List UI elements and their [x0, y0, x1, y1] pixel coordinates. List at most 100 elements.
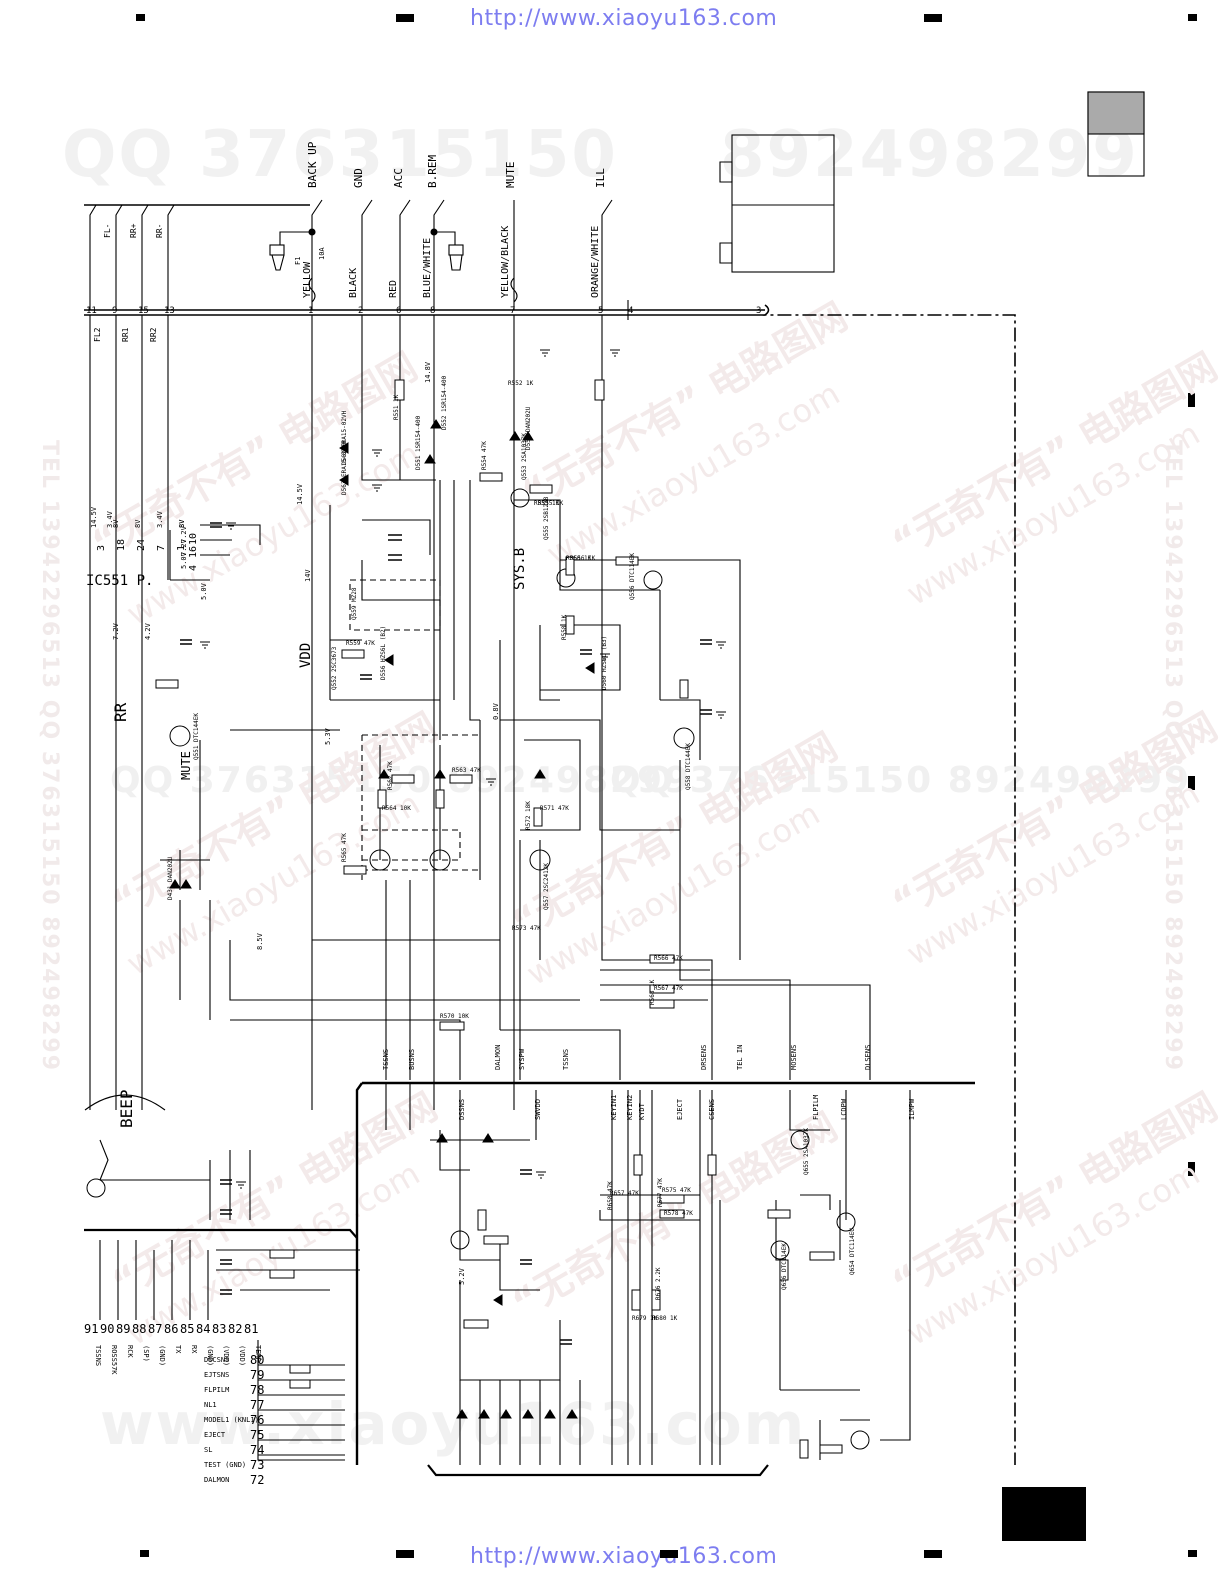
connector-signal-label: GND	[352, 168, 365, 188]
registration-mark	[1188, 14, 1197, 21]
micro-pin-number: 80	[250, 1353, 264, 1367]
bus-signal-label: KYDT	[638, 1102, 646, 1120]
ic-label: IC551 P.	[86, 573, 153, 589]
registration-mark	[1188, 1162, 1195, 1176]
bus-signal-label: TEL IN	[736, 1045, 744, 1070]
ic-pin-number: 1	[176, 545, 187, 551]
micro-pin-number: 79	[250, 1368, 264, 1382]
bus-signal-label: KEYIN1	[610, 1095, 618, 1120]
component-label: R553 1K	[534, 500, 560, 507]
bus-signal-label: DRSENS	[700, 1045, 708, 1070]
registration-mark	[924, 14, 942, 22]
bus-signal-label: MOSENS	[790, 1045, 798, 1070]
component-label: R559 47K	[346, 640, 375, 647]
transistor-label: Q655 2SA1037K	[803, 1128, 810, 1175]
micro-top-pin-name: TX	[174, 1345, 182, 1354]
component-label: R565 47K	[341, 833, 348, 862]
bus-signal-label: EJECT	[676, 1098, 684, 1120]
component-label: R571 47K	[540, 805, 569, 812]
micro-top-pin-name: (GND)	[158, 1345, 166, 1366]
micro-pin-name: DSCSNS	[204, 1356, 229, 1364]
sysb-label: SYS.B	[512, 548, 528, 590]
diode-label: D560 HZS6L (B3)	[601, 636, 608, 690]
voltage-label: 8V	[178, 519, 186, 528]
registration-mark	[136, 14, 145, 21]
component-label: R563 47K	[452, 767, 481, 774]
micro-pin-number: 73	[250, 1458, 264, 1472]
micro-top-pin-name: RCK	[126, 1345, 134, 1358]
micro-pin-name: SL	[204, 1446, 212, 1454]
wire-color-label: ORANGE/WHITE	[590, 226, 601, 298]
ic-pin-voltage: 8V	[178, 519, 186, 528]
component-label: R572 18K	[525, 801, 532, 830]
registration-mark	[140, 1550, 149, 1557]
wire-color-label: YELLOW/BLACK	[500, 226, 511, 298]
bus-signal-label: DSSNS	[458, 1099, 466, 1120]
component-label: R657 47K	[610, 1190, 639, 1197]
diode-label: D563 ERA15-02VH	[341, 440, 348, 495]
registration-mark	[1188, 393, 1195, 407]
voltage-label: 5.3V	[324, 727, 332, 745]
component-label: R562 47K	[387, 761, 394, 790]
watermark-footer-site: www.xiaoyu163.com	[100, 1390, 807, 1458]
transistor-label: Q656 DTC114EK	[781, 1243, 788, 1290]
micro-pin-number: 77	[250, 1398, 264, 1412]
ic-pin-number: 24	[136, 539, 147, 551]
ic-pin-number: 18	[116, 539, 127, 551]
rr-label: RR	[111, 702, 130, 722]
connector-signal-label: ACC	[392, 168, 405, 188]
transistor-label: Q551 DTC144EK	[193, 713, 200, 760]
micro-top-pin-name: TEMP	[254, 1345, 262, 1362]
bus-signal-label: CSENS	[708, 1099, 716, 1120]
micro-top-pin-name: (VDD)	[222, 1345, 230, 1366]
component-label: R551 1K	[393, 394, 400, 420]
bus-signal-label: SYSPW	[518, 1048, 526, 1070]
registration-mark	[1188, 776, 1195, 790]
ic-pin-number: 4	[188, 565, 199, 571]
micro-pin-name: EJECT	[204, 1431, 226, 1439]
bus-signal-label: LCDPW	[840, 1098, 848, 1120]
diode-label: D431 DAN202U	[167, 856, 174, 900]
left-signal-label: FL2	[93, 327, 102, 342]
component-label: R577 47K	[657, 1178, 664, 1207]
micro-pin-number: 76	[250, 1413, 264, 1427]
beep-label: BEEP	[117, 1089, 136, 1128]
ic-pin-voltage: 3.4V	[156, 510, 164, 528]
wire-color-label: RED	[388, 280, 399, 298]
watermark-qq: QQ 376315150	[62, 118, 618, 192]
watermark-mid-qq-2: QQ 376315150 892498299	[610, 760, 1192, 801]
connector-signal-label: MUTE	[504, 162, 517, 189]
connector-signal-label: B.REM	[426, 155, 439, 188]
component-label: R568 1K	[649, 979, 656, 1005]
connector-pin-number: 7	[510, 306, 515, 316]
left-pin-number: 11	[86, 306, 97, 316]
component-label: R679 1K	[632, 1315, 658, 1322]
micro-pin-number: 78	[250, 1383, 264, 1397]
mute-label: MUTE	[179, 751, 193, 780]
component-label: R573 47K	[512, 925, 541, 932]
component-label: R554 47K	[481, 441, 488, 470]
micro-top-pin-name: (GND)	[206, 1345, 214, 1366]
micro-top-pin-number: 83	[212, 1322, 226, 1336]
left-signal-label: RR1	[121, 327, 130, 342]
component-label: R567 47K	[654, 985, 683, 992]
bus-signal-label: BUSNS	[408, 1049, 416, 1070]
component-label: R575 47K	[662, 1187, 691, 1194]
diode-label: D556 HZS6L (B2)	[380, 626, 387, 680]
micro-top-pin-number: 85	[180, 1322, 194, 1336]
ic-pin-voltage: 14.5V	[90, 506, 98, 528]
voltage-label: 8.5V	[256, 932, 264, 950]
micro-top-pin-name: TSSNS	[94, 1345, 102, 1366]
ic-pin-number: 16	[188, 546, 199, 558]
connector-pin-number: 2	[358, 306, 363, 316]
left-signal-label: RR2	[149, 327, 158, 342]
transistor-label: Q559 MZ28	[351, 587, 358, 620]
connector-pin-number: 5	[598, 306, 603, 316]
voltage-label: 14.8V	[424, 361, 432, 383]
connector-pin-number: 6	[396, 306, 401, 316]
micro-top-pin-name: ROSS57K	[110, 1345, 118, 1375]
micro-top-pin-name: (VDD)	[238, 1345, 246, 1366]
micro-top-pin-number: 90	[100, 1322, 114, 1336]
registration-mark	[660, 1550, 678, 1558]
component-label: R552 1K	[508, 380, 534, 387]
